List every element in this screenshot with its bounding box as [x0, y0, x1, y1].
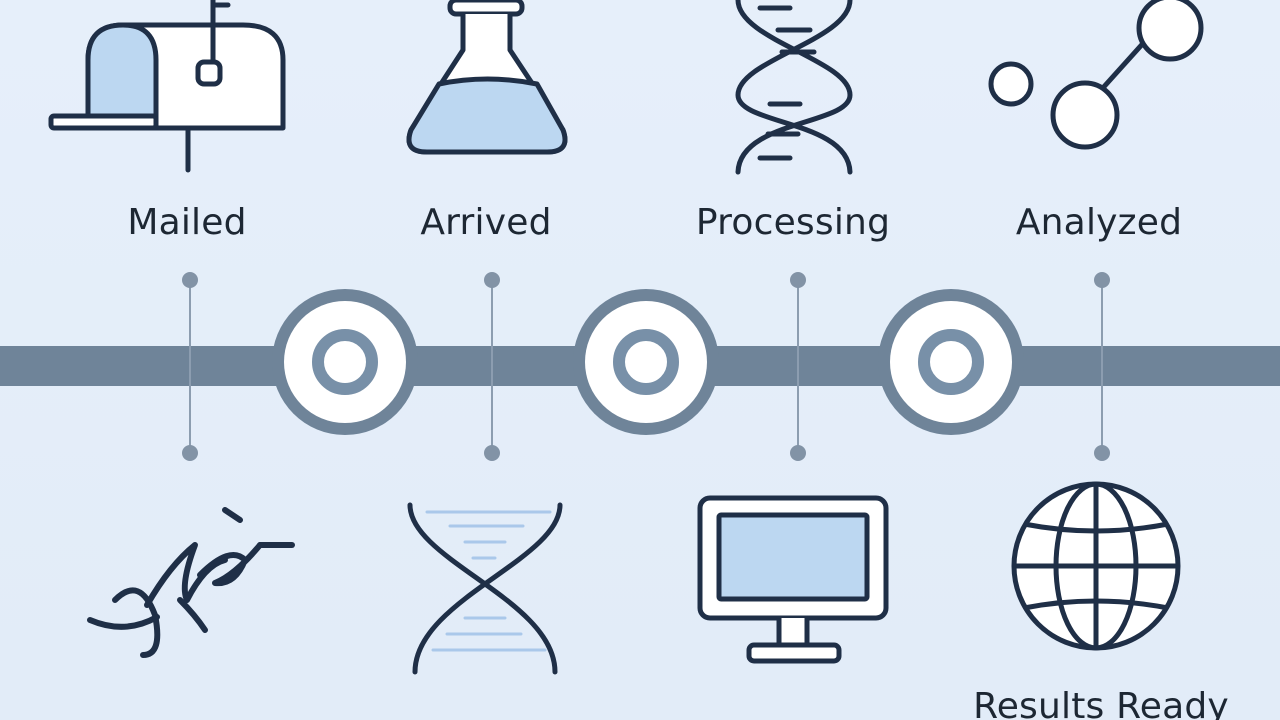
step-label-arrived: Arrived — [420, 202, 552, 243]
connector-dots — [182, 272, 1110, 461]
mailbox-icon — [48, 0, 288, 175]
step-label-results-ready: Results Ready — [973, 686, 1229, 720]
globe-icon — [1010, 480, 1185, 655]
step-label-processing: Processing — [695, 202, 891, 243]
connector-lines — [189, 281, 1103, 452]
signature-icon — [85, 505, 300, 665]
monitor-icon — [697, 495, 892, 675]
timeline-node-3 — [878, 289, 1024, 435]
step-label-analyzed: Analyzed — [1015, 202, 1183, 243]
timeline-node-2 — [573, 289, 719, 435]
molecule-icon — [985, 0, 1215, 160]
flask-icon — [405, 0, 570, 160]
dna-helix-icon — [405, 500, 565, 680]
timeline-node-1 — [272, 289, 418, 435]
dna-icon — [730, 0, 860, 175]
step-label-mailed: Mailed — [127, 202, 247, 243]
